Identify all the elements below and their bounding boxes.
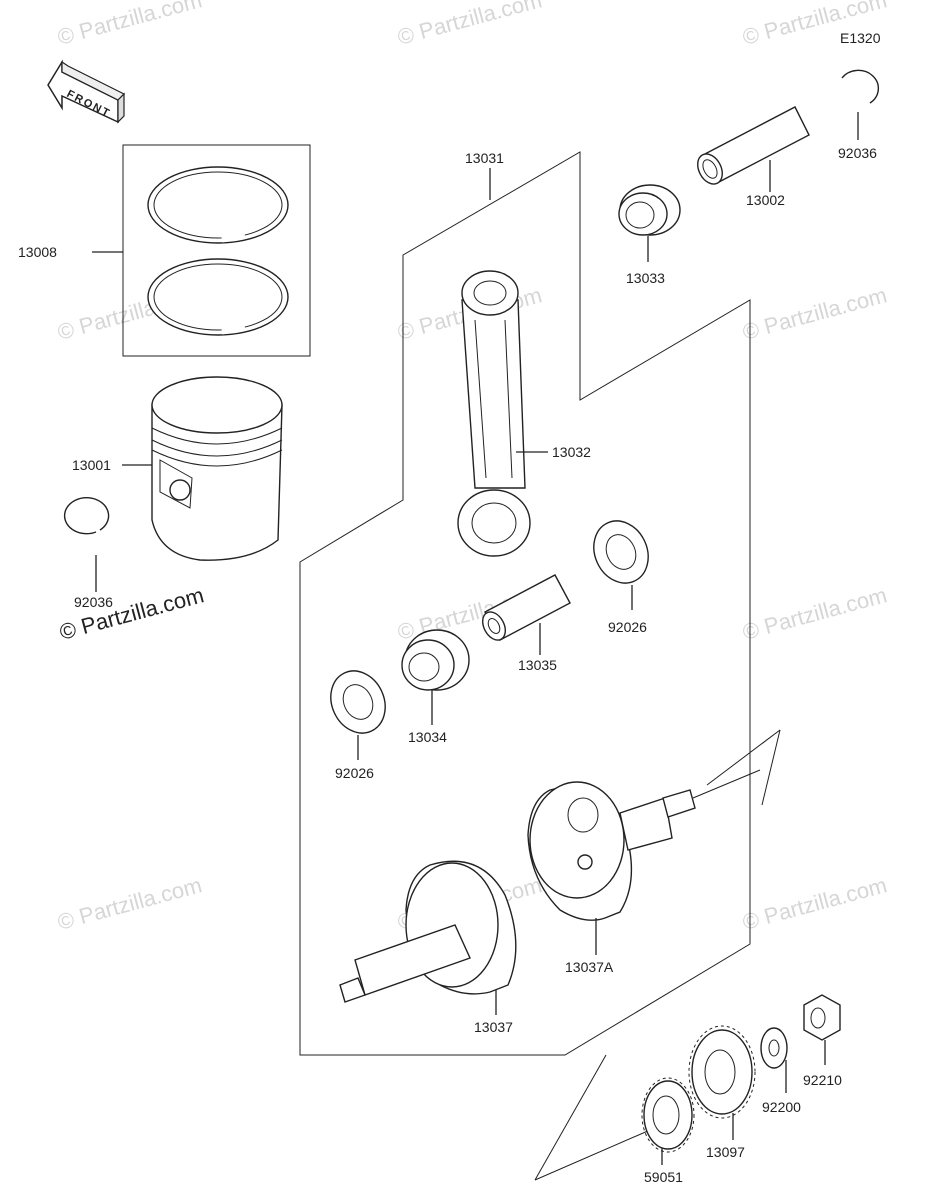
small-end-bearing[interactable] — [618, 184, 681, 262]
gear-small[interactable] — [641, 1077, 695, 1165]
part-label-92036-left[interactable]: 92036 — [74, 594, 113, 610]
crankshaft-assy-outline — [299, 151, 751, 1056]
axis-line-right-bottom — [761, 729, 781, 806]
crankshaft-half-left[interactable] — [339, 860, 517, 1015]
watermark: © Partzilla.com — [740, 872, 890, 935]
piston-circlip-left[interactable] — [63, 497, 110, 592]
part-label-92036-right[interactable]: 92036 — [838, 145, 877, 161]
watermark: © Partzilla.com — [55, 0, 205, 50]
part-label-13037[interactable]: 13037 — [474, 1019, 513, 1035]
part-label-13031[interactable]: 13031 — [465, 150, 504, 166]
axis-line-lower-a — [534, 1054, 607, 1181]
part-label-92210[interactable]: 92210 — [803, 1072, 842, 1088]
part-label-13001[interactable]: 13001 — [72, 457, 111, 473]
part-label-13037A[interactable]: 13037A — [565, 959, 614, 975]
piston-ring-set[interactable] — [92, 144, 311, 357]
part-label-13097[interactable]: 13097 — [706, 1144, 745, 1160]
big-end-bearing[interactable] — [401, 629, 470, 725]
front-arrow-icon: FRONT — [47, 59, 126, 124]
part-label-13033[interactable]: 13033 — [626, 270, 665, 286]
axis-line-right — [706, 729, 781, 786]
part-label-59051[interactable]: 59051 — [644, 1169, 683, 1185]
thrust-washer-lower[interactable] — [321, 662, 395, 760]
piston[interactable] — [122, 376, 283, 561]
part-label-92200[interactable]: 92200 — [762, 1099, 801, 1115]
connecting-rod[interactable] — [457, 270, 548, 557]
crank-pin[interactable] — [478, 574, 571, 655]
watermark: © Partzilla.com — [55, 872, 205, 935]
axis-line-lower-b — [534, 1129, 651, 1181]
copyright: © Partzilla.com — [57, 582, 207, 645]
watermark: © Partzilla.com — [395, 0, 545, 50]
gear-large[interactable] — [688, 1025, 756, 1140]
thrust-washer-upper[interactable] — [584, 512, 658, 610]
part-label-13002[interactable]: 13002 — [746, 192, 785, 208]
nut[interactable] — [803, 994, 841, 1065]
part-label-13032[interactable]: 13032 — [552, 444, 591, 460]
watermark: © Partzilla.com — [740, 282, 890, 345]
piston-pin[interactable] — [693, 106, 810, 192]
watermark: © Partzilla.com — [740, 582, 890, 645]
part-label-13035[interactable]: 13035 — [518, 657, 557, 673]
part-label-92026-lower[interactable]: 92026 — [335, 765, 374, 781]
washer[interactable] — [760, 1027, 788, 1093]
part-label-13008[interactable]: 13008 — [18, 244, 57, 260]
diagram-code: E1320 — [840, 30, 881, 46]
crankshaft-half-right[interactable] — [527, 769, 761, 955]
part-label-92026-upper[interactable]: 92026 — [608, 619, 647, 635]
piston-pin-circlip-right[interactable] — [841, 69, 880, 140]
part-label-13034[interactable]: 13034 — [408, 729, 447, 745]
